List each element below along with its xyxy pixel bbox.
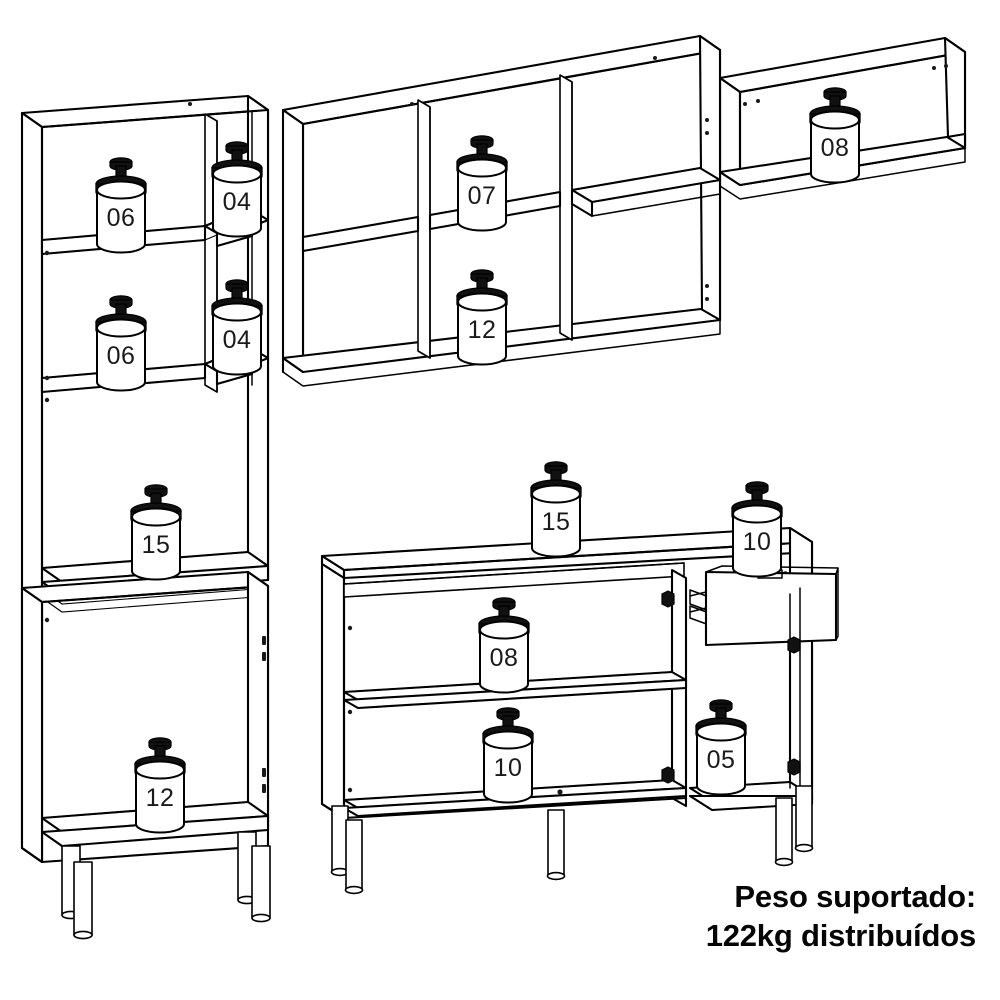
caption-line-1: Peso suportado: (734, 878, 976, 914)
weight-value: 04 (223, 188, 252, 216)
weight-value: 07 (468, 182, 497, 210)
weight-value: 15 (142, 531, 171, 559)
weight-value: 05 (707, 746, 736, 774)
tall-cabinet-legs (61, 831, 271, 940)
weight-icon-upper-right: 08 (809, 86, 861, 184)
weight-icon-tall-base: 12 (134, 736, 186, 834)
weight-value: 10 (743, 528, 772, 556)
weight-value: 10 (494, 754, 523, 782)
weight-icon-counter-right-niche: 05 (695, 698, 747, 796)
caption-line-2: 122kg distribuídos (705, 918, 977, 954)
weight-icon-tall-center-niche: 15 (130, 483, 182, 581)
weight-icon-tall-narrow-top: 04 (211, 140, 263, 238)
counter-legs (330, 785, 814, 895)
weight-icon-tall-top-left: 06 (95, 156, 147, 254)
weight-value: 04 (223, 326, 252, 354)
weight-capacity-caption: Peso suportado: 122kg distribuídos (705, 877, 977, 956)
weight-value: 08 (490, 644, 519, 672)
counter-base-cabinet (320, 526, 839, 895)
weight-icon-counter-shelf-lower: 10 (482, 706, 534, 804)
weight-value: 08 (821, 134, 850, 162)
weight-icon-counter-drawer: 10 (731, 480, 783, 578)
weight-icon-tall-narrow-mid: 04 (211, 278, 263, 376)
weight-value: 06 (107, 204, 136, 232)
weight-value: 15 (542, 508, 571, 536)
weight-icon-counter-shelf-upper: 08 (478, 596, 530, 694)
weight-value: 12 (468, 316, 497, 344)
weight-icon-upper-mid-top: 07 (456, 134, 508, 232)
weight-icon-upper-mid-bottom: 12 (456, 268, 508, 366)
weight-value: 12 (146, 784, 175, 812)
weight-icon-tall-mid-left: 06 (95, 294, 147, 392)
weight-value: 06 (107, 342, 136, 370)
drawer-front[interactable] (704, 565, 839, 647)
weight-icon-counter-top: 15 (530, 460, 582, 558)
hinges (661, 590, 801, 784)
